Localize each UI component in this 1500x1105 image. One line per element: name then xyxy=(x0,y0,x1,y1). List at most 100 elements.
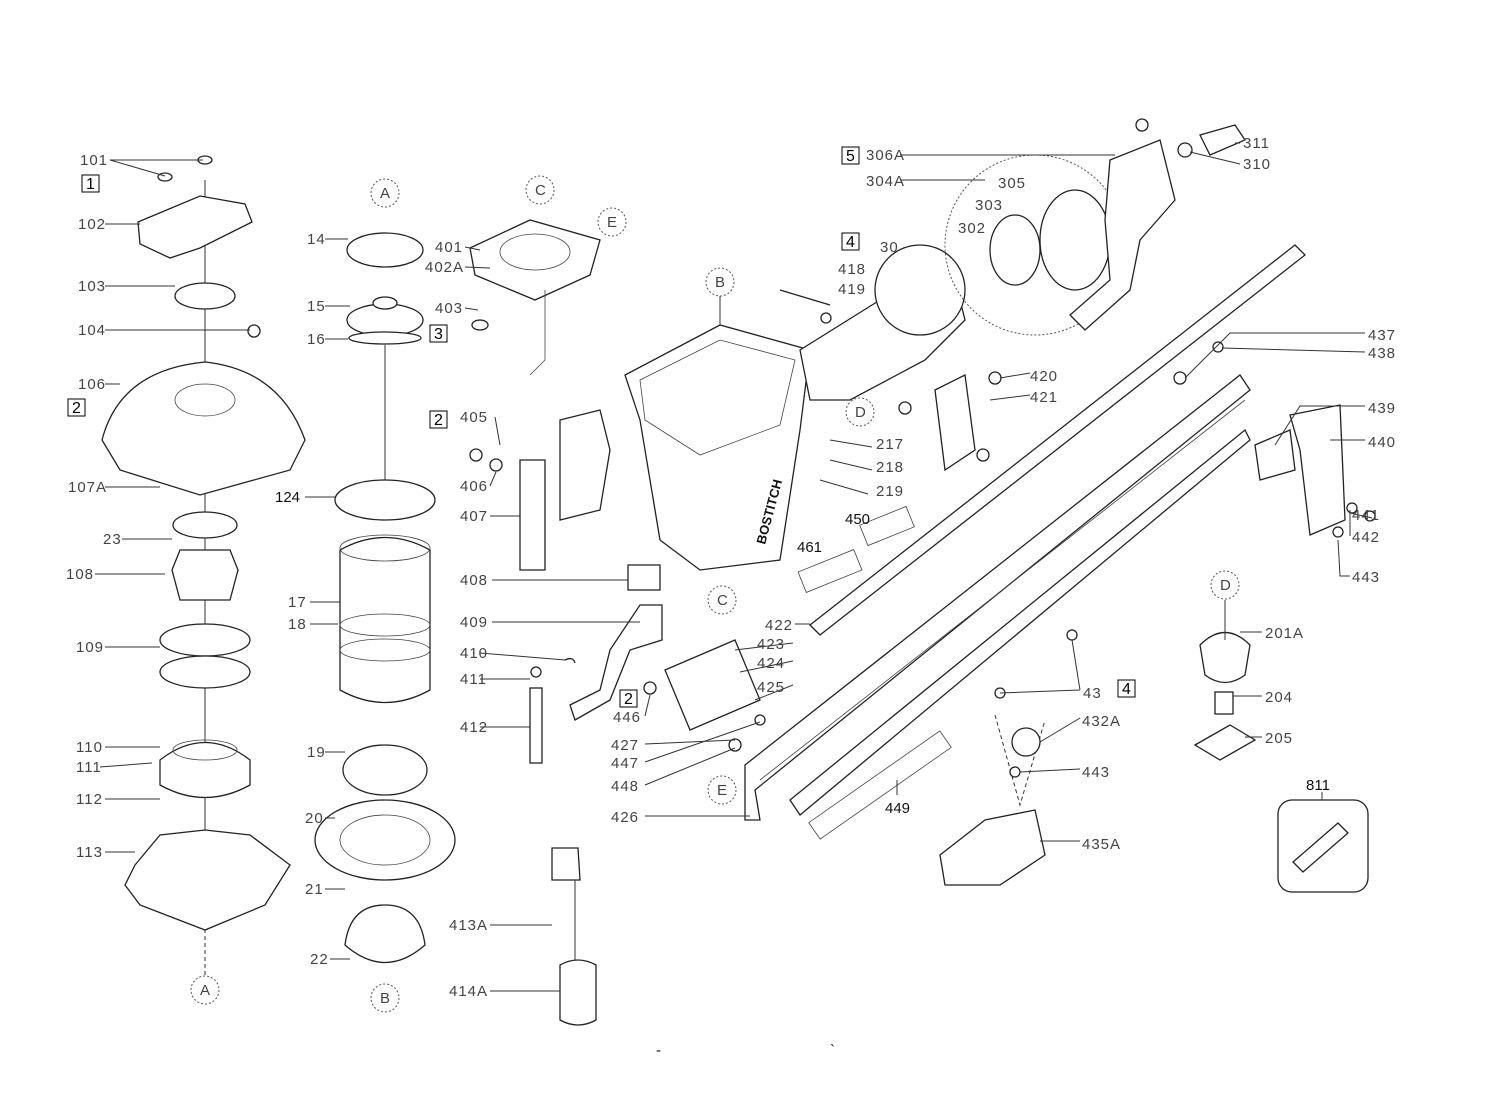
ref-B-housing: B xyxy=(715,274,726,291)
label-461 xyxy=(797,549,863,593)
piston-seal-16 xyxy=(348,331,422,345)
callout-449: 449 xyxy=(885,800,910,817)
callout-407: 407 xyxy=(460,508,488,525)
callout-219: 219 xyxy=(876,483,904,500)
callout-425: 425 xyxy=(757,679,785,696)
middle-stack-parts xyxy=(314,232,456,964)
callout-450: 450 xyxy=(845,511,870,528)
pin-218 xyxy=(829,459,873,471)
callout-labels: 101 102 103 104 106 107A 23 108 109 110 … xyxy=(66,135,1396,1000)
kit-box-frame xyxy=(81,174,100,193)
bottom-mark-dash: - xyxy=(656,1042,661,1059)
callout-16: 16 xyxy=(307,331,326,348)
kit-box-frame xyxy=(429,324,448,343)
left-stack-parts xyxy=(101,155,306,975)
callout-101: 101 xyxy=(80,152,108,169)
kit-box-frame xyxy=(619,689,638,708)
label-450 xyxy=(859,505,915,547)
trigger-cover xyxy=(559,409,611,521)
callout-107A: 107A xyxy=(68,479,107,496)
callout-440: 440 xyxy=(1368,434,1396,451)
ref-C-mag: C xyxy=(717,592,729,609)
housing-opening xyxy=(639,339,796,456)
callout-443-pusher: 443 xyxy=(1082,764,1110,781)
plate-439 xyxy=(1254,429,1296,481)
callout-30: 30 xyxy=(880,239,899,256)
screw-43a xyxy=(1066,629,1078,641)
guide-423 xyxy=(664,639,761,731)
washer-419 xyxy=(820,312,832,324)
cylinder-17 xyxy=(339,536,431,704)
callout-413A: 413A xyxy=(449,917,488,934)
magazine-426 xyxy=(744,374,1251,821)
callout-18: 18 xyxy=(288,616,307,633)
cyl-ring xyxy=(339,613,431,637)
callout-426: 426 xyxy=(611,809,639,826)
cap-housing-107A xyxy=(101,361,306,496)
callout-423: 423 xyxy=(757,636,785,653)
callout-461: 461 xyxy=(797,539,822,556)
nut-437 xyxy=(1173,371,1187,385)
kit-box-2-trigger: 2 xyxy=(434,412,443,429)
trigger-housing-407 xyxy=(519,459,546,571)
ref-circle-A-bottom xyxy=(190,975,220,1005)
spring-412 xyxy=(529,687,543,764)
callout-306A: 306A xyxy=(866,147,905,164)
cyl-ring2 xyxy=(339,638,431,662)
callout-310: 310 xyxy=(1243,156,1271,173)
spring-432A xyxy=(1011,727,1041,757)
bumper-124 xyxy=(334,479,436,521)
callout-409: 409 xyxy=(460,614,488,631)
cap-305 xyxy=(1039,189,1111,291)
nut-420c xyxy=(976,448,990,462)
callout-111: 111 xyxy=(76,759,102,776)
callout-406: 406 xyxy=(460,478,488,495)
callout-401: 401 xyxy=(435,239,463,256)
callout-411: 411 xyxy=(460,671,487,688)
seal-403 xyxy=(471,319,489,331)
magazine-lower xyxy=(789,428,1251,816)
callout-17: 17 xyxy=(288,594,307,611)
callout-446: 446 xyxy=(613,709,641,726)
grease-tube-box: 811 xyxy=(1277,777,1369,893)
callout-113: 113 xyxy=(76,844,103,861)
ref-circle-E-mag xyxy=(707,775,737,805)
callout-102: 102 xyxy=(78,216,106,233)
ref-D-nose: D xyxy=(1220,577,1232,594)
callout-205: 205 xyxy=(1265,730,1293,747)
bracket-408 xyxy=(627,564,661,591)
latch-440 xyxy=(1289,404,1346,536)
bracket-306A xyxy=(1069,139,1176,331)
callout-112: 112 xyxy=(76,791,103,808)
ref-circle-D-housing xyxy=(845,397,875,427)
callout-109: 109 xyxy=(76,639,104,656)
ref-circle-D-nose xyxy=(1210,570,1240,600)
callout-422: 422 xyxy=(765,617,793,634)
callout-402A: 402A xyxy=(425,259,464,276)
pin-446 xyxy=(643,681,657,695)
callout-443-latch: 443 xyxy=(1352,569,1380,586)
ring-109 xyxy=(159,623,251,657)
callout-106: 106 xyxy=(78,376,106,393)
kit-box-frame xyxy=(429,410,448,429)
callout-124: 124 xyxy=(275,489,300,506)
o-ring-23 xyxy=(172,511,238,539)
grease-tube-icon xyxy=(1292,822,1349,873)
leader-lines xyxy=(95,142,1373,992)
rail-422 xyxy=(809,244,1306,636)
cap-nut xyxy=(1135,118,1149,132)
nut-443 xyxy=(1332,526,1344,538)
callout-439: 439 xyxy=(1368,400,1396,417)
callout-408: 408 xyxy=(460,572,488,589)
nut-443b xyxy=(1009,766,1021,778)
valve-plate-401 xyxy=(469,219,601,301)
callout-20: 20 xyxy=(305,810,324,827)
kit-box-4-top: 4 xyxy=(846,234,855,251)
callout-201A: 201A xyxy=(1265,625,1304,642)
kit-box-3: 3 xyxy=(434,326,443,343)
ring-109b xyxy=(159,655,251,689)
callout-424: 424 xyxy=(757,655,785,672)
grip-30 xyxy=(874,244,966,336)
bushing-406 xyxy=(489,458,503,472)
